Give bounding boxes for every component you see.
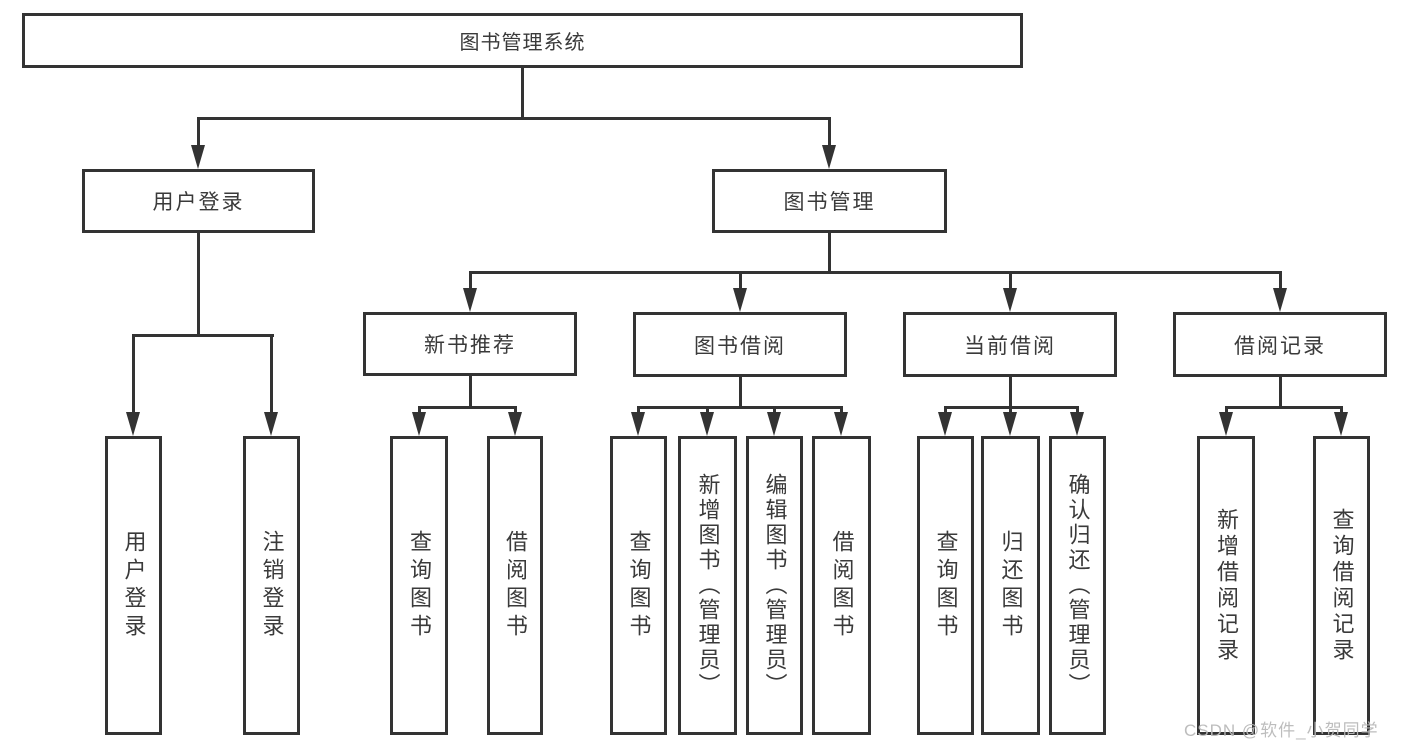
connector-group-hline (1225, 406, 1343, 409)
connector-book-mgmt-stem (828, 233, 831, 274)
leaf-user-login: 用户登录 (105, 436, 162, 735)
connector-to-current-borrowing (1009, 271, 1012, 295)
leaf-borrow-books-recommend: 借阅图书 (487, 436, 543, 735)
leaf-query-books-borrowing: 查询图书 (610, 436, 667, 735)
node-book-management: 图书管理 (712, 169, 947, 233)
connector-to-leaf (706, 406, 709, 416)
arrowhead-down-icon (1334, 412, 1348, 436)
node-borrowing-records: 借阅记录 (1173, 312, 1387, 377)
connector-to-book-management (828, 117, 831, 149)
leaf-borrow-books-borrowing: 借阅图书 (812, 436, 871, 735)
arrowhead-down-icon (508, 412, 522, 436)
arrowhead-down-icon (631, 412, 645, 436)
leaf-query-borrow-record: 查询借阅记录 (1313, 436, 1370, 735)
connector-to-leaf (132, 334, 135, 416)
arrowhead-down-icon (1003, 412, 1017, 436)
connector-to-leaf (1076, 406, 1079, 416)
connector-group-stem (1279, 377, 1282, 409)
arrowhead-down-icon (412, 412, 426, 436)
leaf-confirm-return-admin: 确认归还（管理员） (1049, 436, 1106, 735)
arrowhead-down-icon (822, 145, 836, 169)
arrowhead-down-icon (126, 412, 140, 436)
node-new-book-recommend: 新书推荐 (363, 312, 577, 376)
connector-root-stem (521, 68, 524, 120)
connector-to-leaf (1225, 406, 1228, 416)
arrowhead-down-icon (1070, 412, 1084, 436)
leaf-add-book-admin: 新增图书（管理员） (678, 436, 737, 735)
connector-to-leaf (1009, 406, 1012, 416)
leaf-query-books-current: 查询图书 (917, 436, 974, 735)
node-user-login: 用户登录 (82, 169, 315, 233)
node-current-borrowing: 当前借阅 (903, 312, 1117, 377)
connector-group-hline (637, 406, 843, 409)
connector-to-user-login (197, 117, 200, 149)
arrowhead-down-icon (264, 412, 278, 436)
arrowhead-down-icon (733, 288, 747, 312)
arrowhead-down-icon (463, 288, 477, 312)
arrowhead-down-icon (1273, 288, 1287, 312)
leaf-return-book: 归还图书 (981, 436, 1040, 735)
arrowhead-down-icon (191, 145, 205, 169)
arrowhead-down-icon (767, 412, 781, 436)
arrowhead-down-icon (1219, 412, 1233, 436)
connector-level1-hline (197, 117, 831, 120)
csdn-watermark: CSDN @软件_小贺同学 (1184, 721, 1379, 740)
connector-to-borrowing-records (1279, 271, 1282, 295)
leaf-query-books-recommend: 查询图书 (390, 436, 448, 735)
leaf-edit-book-admin: 编辑图书（管理员） (746, 436, 803, 735)
connector-group-hline (418, 406, 517, 409)
connector-user-login-stem (197, 233, 200, 337)
connector-to-leaf (840, 406, 843, 416)
arrowhead-down-icon (700, 412, 714, 436)
connector-to-leaf (637, 406, 640, 416)
arrowhead-down-icon (1003, 288, 1017, 312)
connector-to-leaf (773, 406, 776, 416)
connector-to-leaf (514, 406, 517, 416)
connector-to-leaf (1340, 406, 1343, 416)
connector-to-book-borrowing (739, 271, 742, 295)
connector-level3-hline (469, 271, 1282, 274)
node-library-management-system: 图书管理系统 (22, 13, 1023, 68)
connector-to-leaf (418, 406, 421, 416)
arrowhead-down-icon (834, 412, 848, 436)
connector-group-stem (469, 375, 472, 409)
leaf-logout: 注销登录 (243, 436, 300, 735)
leaf-add-borrow-record: 新增借阅记录 (1197, 436, 1255, 735)
node-book-borrowing: 图书借阅 (633, 312, 847, 377)
connector-to-new-book (469, 271, 472, 295)
connector-user-login-hline (132, 334, 274, 337)
connector-group-stem (739, 377, 742, 409)
arrowhead-down-icon (938, 412, 952, 436)
connector-to-leaf (270, 334, 273, 416)
connector-group-stem (1009, 377, 1012, 409)
connector-to-leaf (944, 406, 947, 416)
